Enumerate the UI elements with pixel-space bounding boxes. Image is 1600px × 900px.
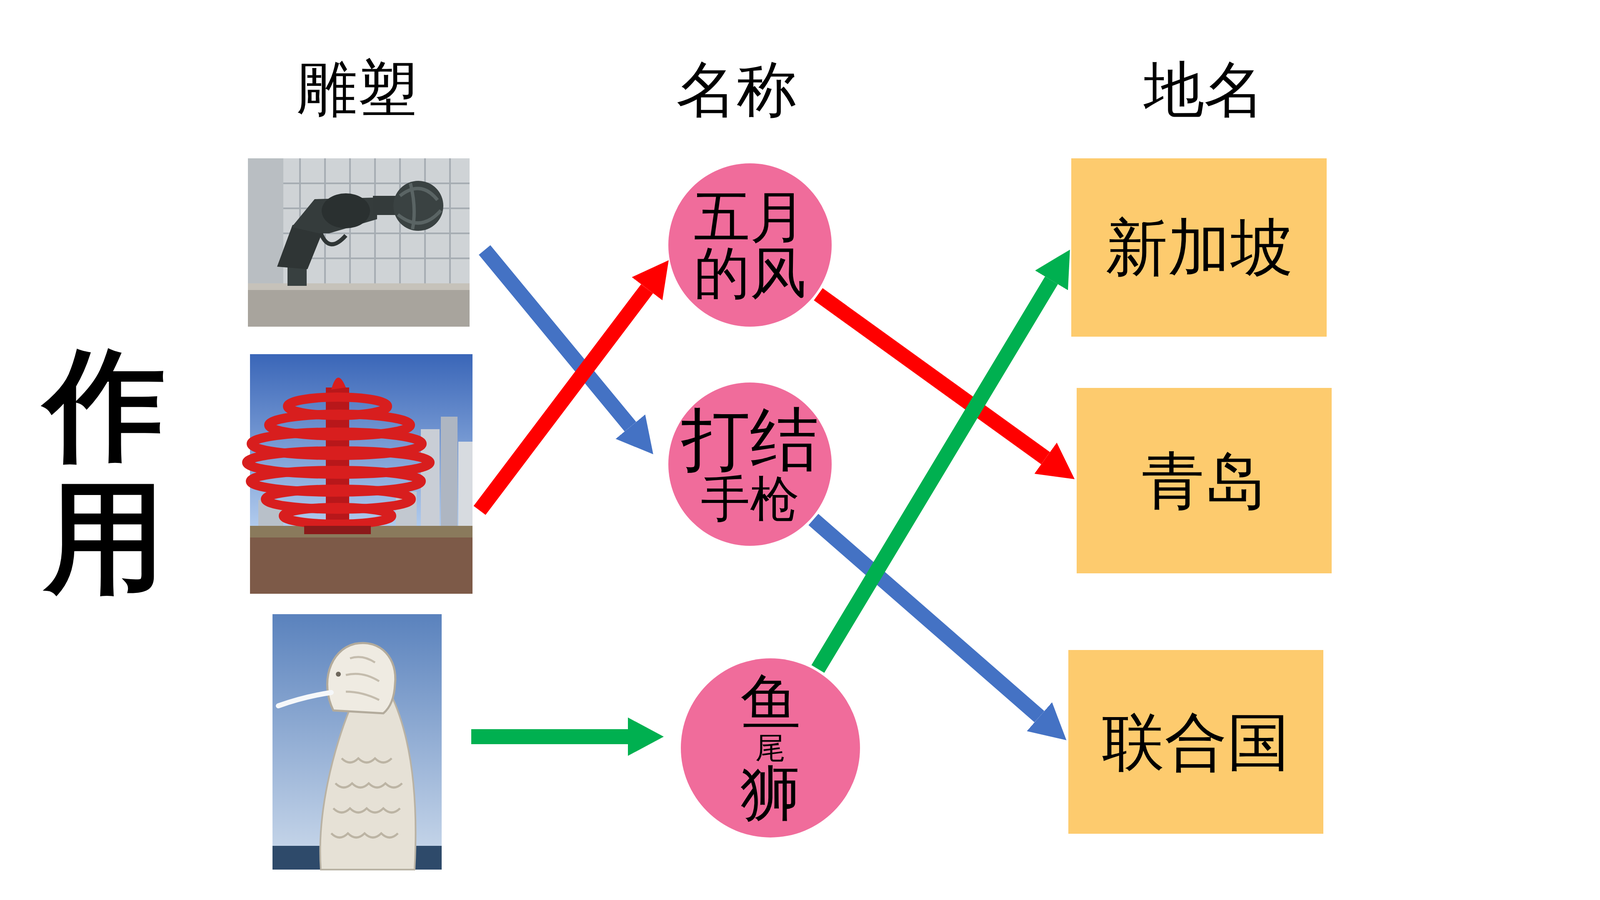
name-circle: 五月 的风: [668, 163, 832, 327]
connector-arrow: [817, 280, 1052, 670]
gun-barrel: [372, 195, 403, 215]
column-header: 地名: [1143, 56, 1265, 124]
node-text: 鱼: [740, 672, 801, 733]
connector-arrow: [813, 519, 1040, 717]
node-content: 打结手枪: [668, 382, 832, 546]
circle-fill: [668, 163, 832, 327]
circle-fill: [680, 658, 860, 838]
box-fill: [1076, 387, 1332, 574]
place-box: 联合国: [1068, 650, 1324, 834]
node-text: 尾: [755, 732, 786, 763]
photo-arrow: [484, 250, 631, 427]
sculpture-spirals: [246, 397, 430, 525]
photo-ground: [250, 537, 473, 594]
building: [458, 441, 473, 531]
node-content: 青岛: [1076, 387, 1332, 574]
barrel-knot: [393, 180, 444, 231]
node-text: 手枪: [700, 474, 800, 524]
gun-cylinder: [321, 193, 370, 229]
node-text: 新加坡: [1105, 216, 1293, 279]
merlion-body: [320, 691, 416, 870]
place-box: 新加坡: [1071, 158, 1327, 337]
building: [258, 500, 284, 531]
sculpture-top: [331, 377, 346, 390]
wall-ledge: [247, 283, 470, 290]
may-wind-photo: [246, 354, 473, 594]
name-circle: 打结手枪: [668, 382, 832, 546]
sculpture-core: [325, 387, 350, 528]
place-box: 青岛: [1076, 387, 1332, 574]
gun-pedestal: [287, 265, 307, 286]
node-content: 五月 的风: [668, 163, 832, 327]
water: [272, 845, 442, 870]
box-fill: [1068, 650, 1324, 834]
photo-arrow: [471, 729, 628, 745]
gun-grip: [277, 222, 322, 270]
gun-frame: [291, 197, 378, 234]
name-circle: 鱼尾狮: [680, 658, 860, 838]
node-content: 鱼尾狮: [680, 658, 860, 838]
building: [420, 429, 440, 531]
side-label: 作用: [44, 338, 166, 605]
sculpture-plinth: [304, 525, 371, 535]
knotted-gun-photo: [247, 158, 470, 327]
merlion-head: [327, 642, 395, 714]
circle-fill: [668, 382, 832, 546]
grass-band: [250, 525, 473, 538]
stone-wall: [247, 290, 470, 327]
column-header: 名称: [676, 56, 798, 124]
water-spout: [278, 692, 332, 706]
knot-loops: [397, 183, 441, 230]
trigger-guard: [320, 233, 346, 245]
node-text: 青岛: [1141, 449, 1267, 513]
photo-arrow: [479, 288, 648, 511]
photo-sky: [272, 614, 442, 870]
node-text: 五月 的风: [688, 188, 813, 302]
building: [247, 158, 284, 288]
building: [395, 491, 417, 531]
merlion-mane: [345, 657, 380, 700]
connector-arrow: [818, 294, 1046, 459]
building-windows: [283, 158, 470, 288]
node-text: 联合国: [1102, 710, 1290, 774]
node-content: 新加坡: [1071, 158, 1327, 337]
merlion-photo: [272, 614, 442, 870]
node-text: 狮: [740, 762, 801, 824]
column-header: 雕塑: [296, 55, 418, 123]
node-text: 打结: [681, 405, 819, 475]
photo-sky: [250, 354, 473, 531]
photo-background: [247, 158, 470, 327]
merlion-eye: [335, 671, 341, 677]
node-content: 联合国: [1068, 650, 1324, 834]
building: [440, 416, 458, 531]
box-fill: [1071, 158, 1327, 337]
merlion-scales: [331, 758, 403, 838]
